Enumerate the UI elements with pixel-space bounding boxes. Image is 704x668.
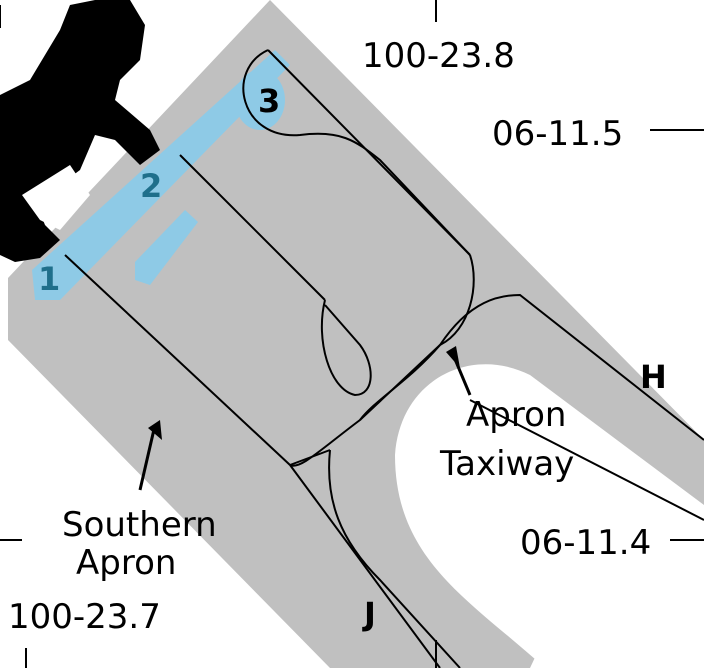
gate-marking-main — [32, 50, 290, 300]
southern-apron-label-line2: Apron — [76, 543, 176, 583]
taxiway-j-label: J — [362, 595, 376, 633]
gate-marking-secondary — [135, 210, 198, 285]
lat-lower-label: 06-11.4 — [520, 523, 651, 563]
apron-taxiway-label-line2: Taxiway — [439, 444, 574, 484]
grass-island — [395, 364, 704, 668]
apron-taxiway-label-line1: Apron — [466, 395, 566, 435]
stand-2-label: 2 — [140, 167, 162, 205]
stand-3-label: 3 — [258, 82, 280, 120]
terminal-courtyard — [22, 165, 90, 230]
lat-upper-label: 06-11.5 — [492, 114, 623, 154]
stand-1-label: 1 — [38, 260, 60, 298]
southern-apron-arrow-head — [148, 420, 162, 440]
lon-bottom-label: 100-23.7 — [8, 597, 161, 637]
label-arrows — [138, 346, 472, 491]
lon-top-label: 100-23.8 — [362, 36, 515, 76]
southern-apron-label-line1: Southern — [62, 505, 217, 545]
stand-3-marking — [235, 70, 285, 130]
taxi-lines — [64, 49, 704, 668]
apron-taxiway-arrow-head — [446, 346, 460, 368]
taxiway-h-label: H — [640, 358, 667, 396]
